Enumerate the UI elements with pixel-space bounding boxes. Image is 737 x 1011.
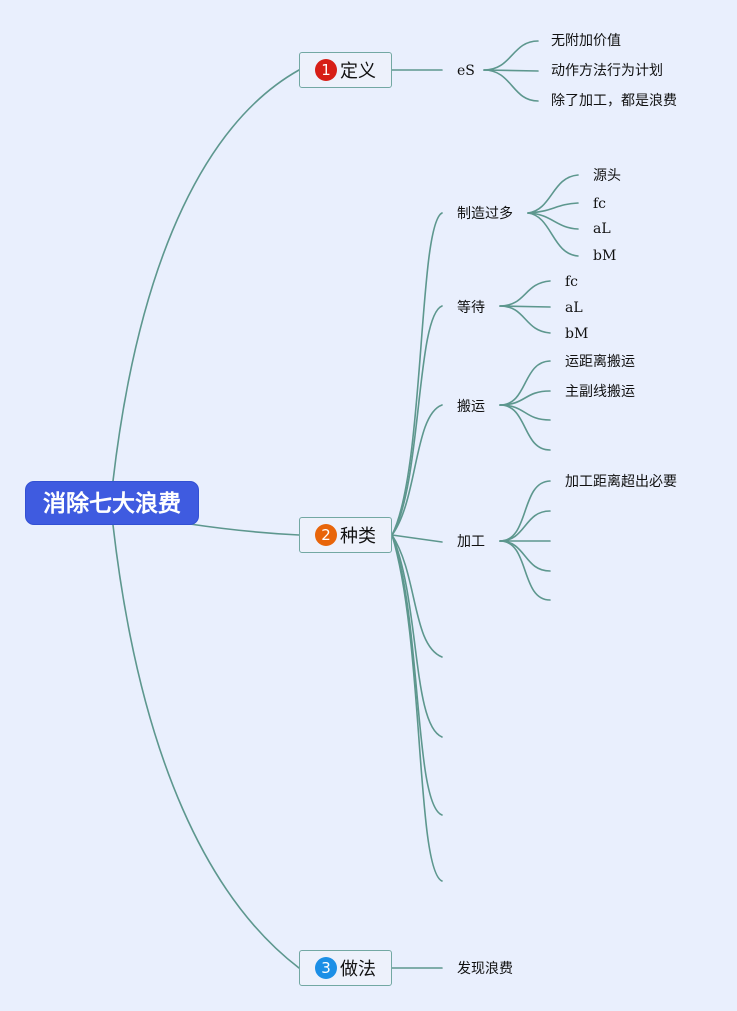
branch-types[interactable]: 2 种类 (299, 517, 392, 553)
leaf-al[interactable]: aL (593, 221, 611, 237)
connector-processing-leaf-4 (499, 540, 551, 572)
connector-waiting-leaf-3 (499, 305, 551, 334)
connector-types-processing (391, 534, 443, 543)
connector-es-leaf-1 (483, 40, 539, 71)
branch-types-label: 种类 (340, 526, 376, 547)
connector-types-transport (391, 404, 443, 536)
topic-waiting[interactable]: 等待 (457, 300, 485, 316)
connector-types-waiting (391, 305, 443, 536)
connector-transport-leaf-3 (499, 404, 551, 421)
branch-definition[interactable]: 1 定义 (299, 52, 392, 88)
number-badge-2: 2 (315, 524, 337, 546)
connector-processing-leaf-2 (499, 510, 551, 542)
branch-method-label: 做法 (340, 959, 376, 980)
root-topic[interactable]: 消除七大浪费 (25, 481, 199, 525)
connector-types-overproduction (391, 212, 443, 536)
connector-waiting-leaf-2 (499, 305, 551, 308)
leaf-distance-transport[interactable]: 运距离搬运 (565, 354, 635, 370)
connector-types-empty-3 (391, 534, 443, 816)
number-badge-3: 3 (315, 957, 337, 979)
leaf-processing-distance-excess[interactable]: 加工距离超出必要 (565, 474, 677, 490)
connector-types-empty-4 (391, 534, 443, 882)
connector-transport-leaf-4 (499, 404, 551, 451)
leaf-fc[interactable]: fc (565, 274, 579, 290)
connector-types-empty-2 (391, 534, 443, 738)
connector-es-leaf-3 (483, 69, 539, 102)
connector-waiting-leaf-1 (499, 280, 551, 307)
topic-find-waste[interactable]: 发现浪费 (457, 961, 513, 977)
leaf-action-method-plan[interactable]: 动作方法行为计划 (551, 63, 663, 79)
topic-transport[interactable]: 搬运 (457, 399, 485, 415)
number-badge-1: 1 (315, 59, 337, 81)
connector-root-method (112, 524, 300, 969)
connector-root-types (189, 523, 300, 536)
leaf-fc[interactable]: fc (593, 196, 607, 212)
connector-overproduction-leaf-1 (527, 174, 579, 214)
topic-es[interactable]: eS (457, 63, 475, 79)
leaf-al[interactable]: aL (565, 300, 583, 316)
topic-overproduction[interactable]: 制造过多 (457, 206, 513, 222)
leaf-main-sub-line-transport[interactable]: 主副线搬运 (565, 384, 635, 400)
connector-overproduction-leaf-2 (527, 202, 579, 214)
connector-types-empty-1 (391, 534, 443, 658)
leaf-bm[interactable]: bM (593, 248, 617, 264)
connector-overproduction-leaf-4 (527, 212, 579, 257)
branch-method[interactable]: 3 做法 (299, 950, 392, 986)
leaf-source[interactable]: 源头 (593, 168, 621, 184)
branch-definition-label: 定义 (340, 61, 376, 82)
leaf-all-but-processing-is-waste[interactable]: 除了加工，都是浪费 (551, 93, 677, 109)
leaf-bm[interactable]: bM (565, 326, 589, 342)
connector-es-leaf-2 (483, 69, 539, 72)
leaf-no-added-value[interactable]: 无附加价值 (551, 33, 621, 49)
connector-root-definition (112, 69, 300, 482)
connector-processing-leaf-5 (499, 540, 551, 601)
connector-processing-leaf-1 (499, 480, 551, 542)
topic-processing[interactable]: 加工 (457, 534, 485, 550)
